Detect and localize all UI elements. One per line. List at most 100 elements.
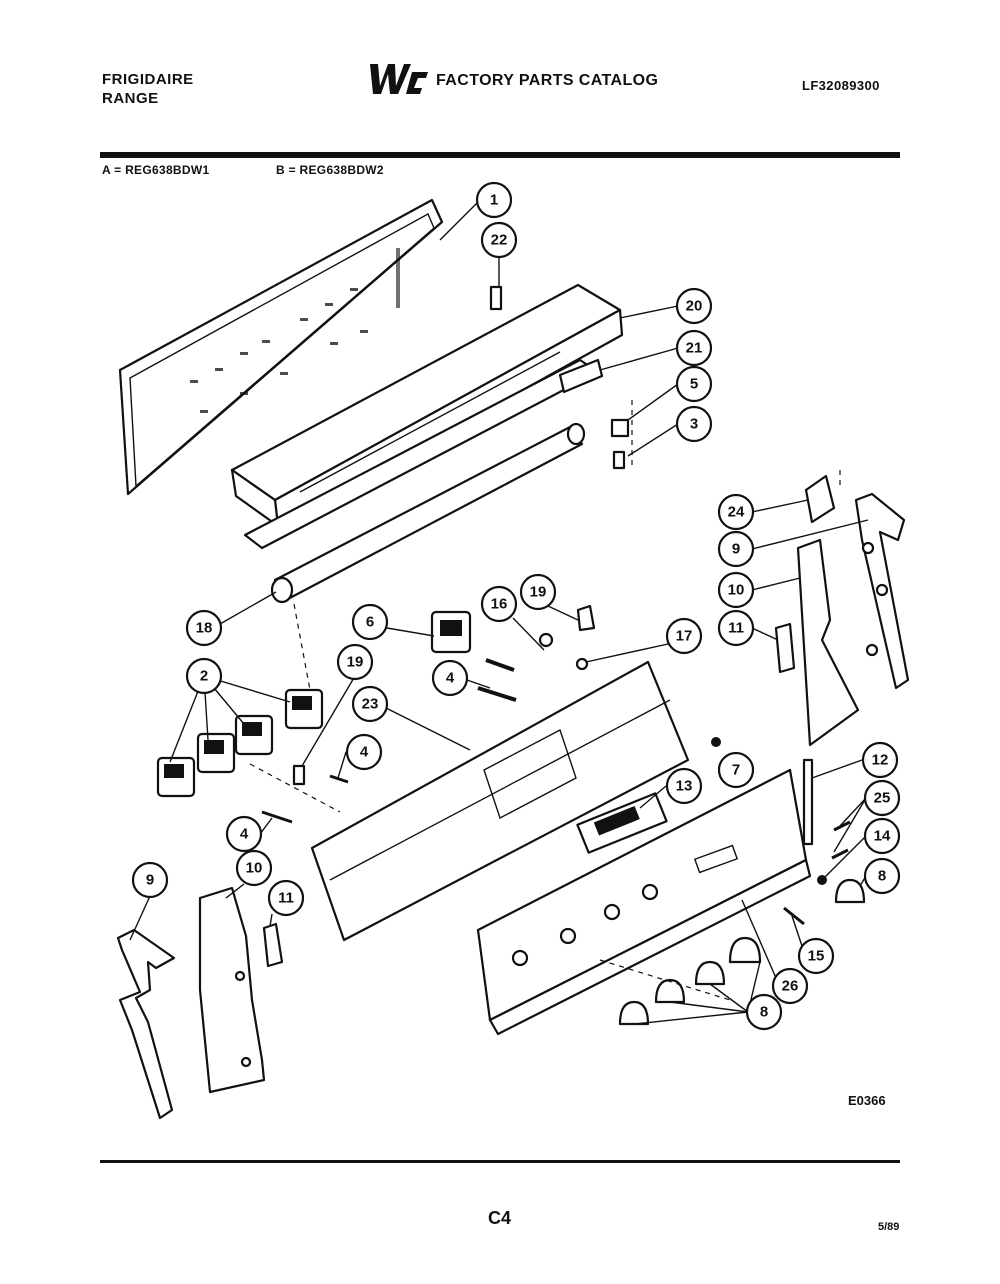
- brand-line-1: FRIGIDAIRE: [102, 71, 194, 88]
- callout-1-label: 1: [490, 192, 498, 209]
- callout-12-label: 12: [872, 752, 889, 769]
- callout-10-left: 10: [235, 849, 273, 887]
- model-a: A = REG638BDW1: [102, 163, 210, 177]
- callout-22: 22: [480, 221, 518, 259]
- callout-16-label: 16: [491, 596, 508, 613]
- callout-7: 7: [717, 751, 755, 789]
- part-screw-3: [612, 450, 626, 470]
- callout-19-top-label: 19: [530, 584, 547, 601]
- callout-11-right: 11: [717, 609, 755, 647]
- callout-1: 1: [475, 181, 513, 219]
- part-strip-12: [802, 758, 814, 846]
- callout-3: 3: [675, 405, 713, 443]
- callout-8-right-label: 8: [878, 868, 886, 885]
- model-b: B = REG638BDW2: [276, 163, 384, 177]
- part-side-trim-9-left: [116, 928, 176, 1120]
- part-end-cap-10-right: [796, 538, 860, 747]
- callout-11-left-label: 11: [278, 890, 294, 907]
- callout-6: 6: [351, 603, 389, 641]
- part-clip-11-left: [262, 922, 284, 968]
- callout-4-middle: 4: [345, 733, 383, 771]
- callout-26: 26: [771, 967, 809, 1005]
- part-hardware-small: [261, 604, 721, 824]
- part-side-trim-9-right: [854, 492, 910, 690]
- callout-11-right-label: 11: [728, 620, 744, 637]
- callout-17-label: 17: [676, 628, 693, 645]
- callout-26-label: 26: [782, 978, 799, 995]
- part-front-panel-26: [476, 768, 812, 1036]
- callout-8-bottom-label: 8: [760, 1004, 768, 1021]
- callout-19-left-label: 19: [347, 654, 364, 671]
- callout-14-label: 14: [874, 828, 891, 845]
- part-control-housing: [310, 660, 690, 942]
- callout-10-right: 10: [717, 571, 755, 609]
- part-bracket-24: [804, 474, 836, 524]
- leader-lines: [129, 199, 869, 1025]
- callout-16: 16: [480, 585, 518, 623]
- part-fluorescent-tube: [270, 422, 586, 604]
- part-channel: [230, 283, 624, 550]
- callout-13: 13: [665, 767, 703, 805]
- part-control-glass: [118, 198, 444, 496]
- page-number: C4: [488, 1208, 512, 1228]
- callout-21: 21: [675, 329, 713, 367]
- callout-4-lower: 4: [225, 815, 263, 853]
- callout-11-left: 11: [267, 879, 305, 917]
- callout-7-label: 7: [732, 762, 740, 779]
- part-clip-11-right: [774, 622, 796, 674]
- callout-4-middle-label: 4: [360, 744, 369, 761]
- callout-2: 2: [185, 657, 223, 695]
- part-knobs-8: [618, 878, 866, 1026]
- part-clip-22: [489, 285, 503, 311]
- callout-8-bottom: 8: [745, 993, 783, 1031]
- callout-9-left: 9: [131, 861, 169, 899]
- header-rule: [100, 152, 900, 158]
- callout-22-label: 22: [491, 232, 508, 249]
- part-bracket-21: [558, 358, 604, 394]
- callout-4-upper-label: 4: [446, 670, 455, 687]
- callout-12: 12: [861, 741, 899, 779]
- callout-8-right: 8: [863, 857, 901, 895]
- assembly-guides: [249, 400, 841, 1001]
- callout-10-right-label: 10: [728, 582, 745, 599]
- callout-18-label: 18: [196, 620, 213, 637]
- callout-13-label: 13: [676, 778, 693, 795]
- callout-25: 25: [863, 779, 901, 817]
- callout-19-top: 19: [519, 573, 557, 611]
- callout-19-left: 19: [336, 643, 374, 681]
- callout-6-label: 6: [366, 614, 374, 631]
- footer-rule: [100, 1160, 900, 1163]
- callout-23-label: 23: [362, 696, 379, 713]
- part-switch-6: [430, 610, 472, 654]
- callout-15: 15: [797, 937, 835, 975]
- callout-17: 17: [665, 617, 703, 655]
- callout-9-right-label: 9: [732, 541, 740, 558]
- part-end-cap-10-left: [198, 886, 266, 1094]
- callout-23: 23: [351, 685, 389, 723]
- catalog-number: LF32089300: [802, 78, 880, 93]
- print-date: 5/89: [878, 1221, 900, 1233]
- callout-15-label: 15: [808, 948, 825, 965]
- callout-4-upper: 4: [431, 659, 469, 697]
- catalog-title: FACTORY PARTS CATALOG: [436, 72, 659, 89]
- callout-10-left-label: 10: [246, 860, 263, 877]
- callout-9-left-label: 9: [146, 872, 154, 889]
- callout-14: 14: [863, 817, 901, 855]
- drawing-code: E0366: [848, 1093, 886, 1108]
- callout-21-label: 21: [686, 340, 703, 357]
- part-display-13: [576, 792, 668, 854]
- brand-line-2: RANGE: [102, 90, 159, 107]
- callout-18: 18: [185, 609, 223, 647]
- callout-20: 20: [675, 287, 713, 325]
- callout-24: 24: [717, 493, 755, 531]
- brand-label: FRIGIDAIRE RANGE: [102, 70, 194, 108]
- callout-25-label: 25: [874, 790, 891, 807]
- callout-5-label: 5: [690, 376, 698, 393]
- callout-9-right: 9: [717, 530, 755, 568]
- part-socket-5: [610, 418, 630, 438]
- callout-3-label: 3: [690, 416, 698, 433]
- part-switches-2: [156, 688, 324, 798]
- callout-5: 5: [675, 365, 713, 403]
- callout-24-label: 24: [728, 504, 745, 521]
